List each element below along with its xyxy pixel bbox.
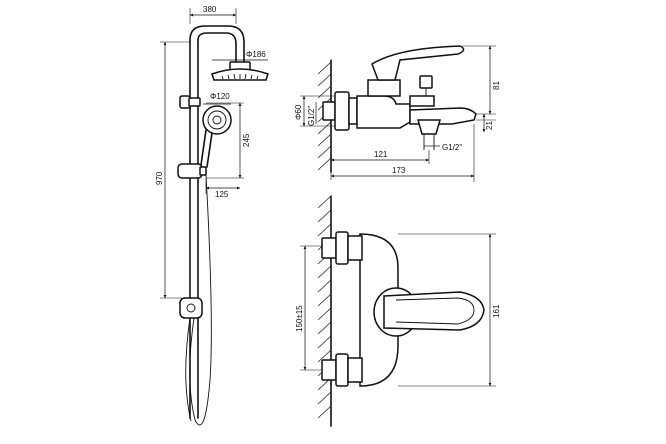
dim-total-height: 970 bbox=[155, 41, 190, 299]
dim-top-width: 380 bbox=[189, 5, 237, 24]
dim-center-distance: 150±15 bbox=[295, 245, 322, 371]
dim-front-total-height: 161 bbox=[398, 233, 501, 387]
wall-bracket-top bbox=[179, 95, 201, 109]
dim-body-diameter: Φ60 bbox=[294, 95, 335, 127]
dim-total-height-label: 970 bbox=[155, 171, 164, 185]
front-mixer-body bbox=[321, 231, 485, 387]
side-mixer-body bbox=[356, 45, 477, 150]
wall-bracket-bottom bbox=[179, 297, 203, 319]
dim-head-diameter-label: Φ186 bbox=[246, 50, 266, 59]
side-connector bbox=[322, 91, 358, 131]
riser-pipe bbox=[189, 39, 199, 419]
dim-slide-height-label: 245 bbox=[242, 133, 251, 147]
dim-center-distance-label: 150±15 bbox=[295, 305, 304, 332]
dim-body-diameter-label: Φ60 bbox=[294, 104, 303, 120]
dim-head-diameter: Φ186 bbox=[212, 50, 268, 61]
dim-hand-diameter-label: Φ120 bbox=[210, 92, 230, 101]
dim-wall-thread-label: G1/2" bbox=[307, 106, 316, 126]
dim-spout-height: 21 bbox=[476, 113, 496, 133]
wall-hatch-front bbox=[317, 195, 332, 427]
dim-spout-offset: 121 bbox=[330, 142, 430, 180]
mixer-side-view: Φ60 G1/2" 81 21 G1/2" 121 bbox=[294, 45, 501, 182]
dim-hand-diameter: Φ120 bbox=[203, 92, 231, 105]
dim-outlet-thread-label: G1/2" bbox=[442, 143, 462, 152]
dim-spout-height-label: 21 bbox=[485, 121, 494, 130]
hand-shower bbox=[200, 105, 232, 168]
slide-bracket bbox=[177, 163, 207, 179]
shower-hose bbox=[185, 174, 212, 426]
dim-wall-thread: G1/2" bbox=[307, 102, 317, 126]
dim-bar-projection-label: 125 bbox=[215, 190, 229, 199]
shower-column-view: 380 Φ186 Φ120 245 125 970 bbox=[155, 5, 269, 426]
dim-lever-height-label: 81 bbox=[492, 81, 501, 90]
dim-bar-projection: 125 bbox=[205, 178, 241, 199]
dim-total-depth-label: 173 bbox=[392, 166, 406, 175]
dim-outlet-thread: G1/2" bbox=[424, 143, 462, 152]
dim-top-width-label: 380 bbox=[203, 5, 217, 14]
dim-total-depth: 173 bbox=[330, 124, 475, 182]
rain-shower-head bbox=[211, 61, 269, 81]
shower-arm bbox=[189, 25, 245, 63]
dim-spout-offset-label: 121 bbox=[374, 150, 388, 159]
mixer-front-view: 150±15 161 bbox=[295, 195, 501, 427]
dim-lever-height: 81 bbox=[462, 45, 501, 115]
dim-front-total-height-label: 161 bbox=[492, 304, 501, 318]
dim-slide-height: 245 bbox=[206, 102, 251, 179]
